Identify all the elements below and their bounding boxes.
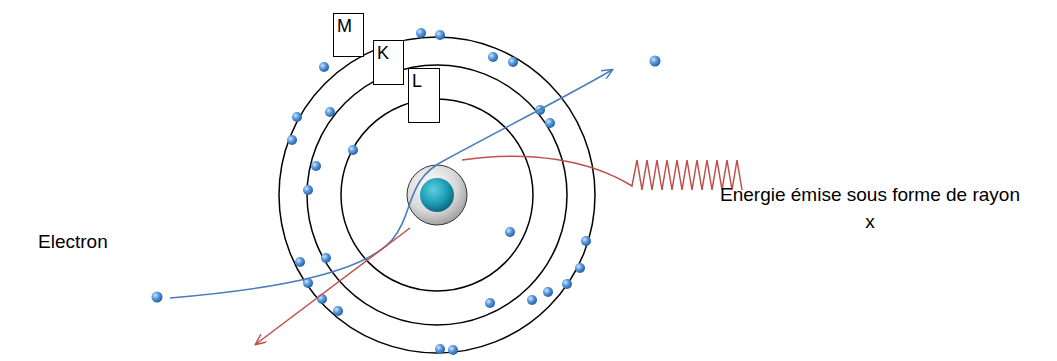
electron-dot <box>348 145 358 155</box>
electron-dot <box>319 62 329 72</box>
electron-dot <box>321 253 331 263</box>
electron-dot <box>562 279 572 289</box>
electron-dot <box>311 161 321 171</box>
electron-dot <box>488 52 498 62</box>
x-ray-wave <box>462 156 742 190</box>
nucleus <box>407 165 467 225</box>
electron-dot <box>527 295 537 305</box>
electron-dot <box>508 57 518 67</box>
emission-label: Energie émise sous forme de rayon x <box>720 181 1020 235</box>
electron-dot <box>287 135 297 145</box>
shell-tag: K <box>373 40 404 85</box>
shell-tag: L <box>408 68 440 123</box>
electron-dot <box>303 185 313 195</box>
electron-dot <box>325 107 335 117</box>
electron-dot <box>292 112 302 122</box>
electron-dot <box>448 345 458 355</box>
electron-dot <box>295 257 305 267</box>
electron-dot <box>581 236 591 246</box>
ejected-electron-arrow <box>256 228 410 344</box>
electron-dot <box>416 28 426 38</box>
electron-dot <box>435 30 445 40</box>
electron-dot <box>435 344 445 354</box>
electron-dot <box>545 118 555 128</box>
shell-letter: K <box>374 41 403 65</box>
electron-dot <box>543 287 553 297</box>
shell-tag: M <box>333 13 364 57</box>
electron-dots <box>287 28 591 355</box>
electron-dot <box>333 306 343 316</box>
electron-dot <box>485 298 495 308</box>
orbit-rings <box>279 37 595 353</box>
incoming-electron <box>152 292 163 303</box>
shell-letter: M <box>334 14 363 38</box>
electron-dot <box>317 294 327 304</box>
outgoing-electron <box>650 56 661 67</box>
shell-letter: L <box>409 69 439 93</box>
electron-path <box>170 70 612 298</box>
proton-core <box>420 178 454 212</box>
electron-dot <box>575 263 585 273</box>
particle-label: Electron <box>38 228 158 255</box>
electron-dot <box>505 227 515 237</box>
